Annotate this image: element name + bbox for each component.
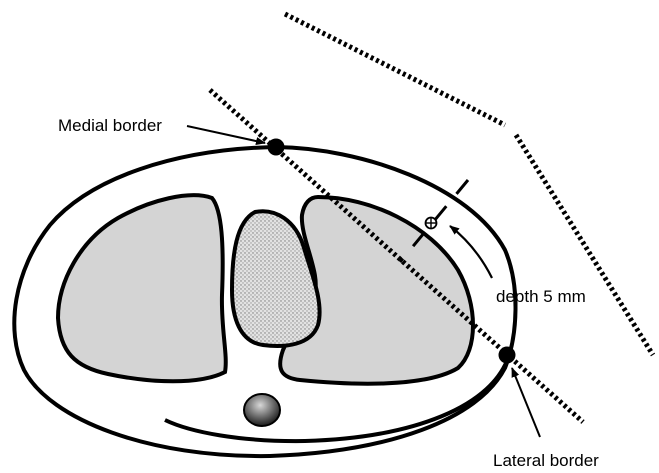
depth-label: depth 5 mm [496,287,586,306]
spine [244,394,280,426]
field-edge-upper [285,14,505,125]
medial-border-arrow [187,126,265,143]
lateral-border-label: Lateral border [493,451,599,470]
lateral-border-arrow [512,368,540,437]
lateral-border-dot [499,347,516,364]
medial-border-label: Medial border [58,116,162,135]
field-edge-right [516,135,653,355]
isocenter-icon [426,218,437,229]
left-lung [58,195,226,381]
medial-border-dot [268,139,285,156]
